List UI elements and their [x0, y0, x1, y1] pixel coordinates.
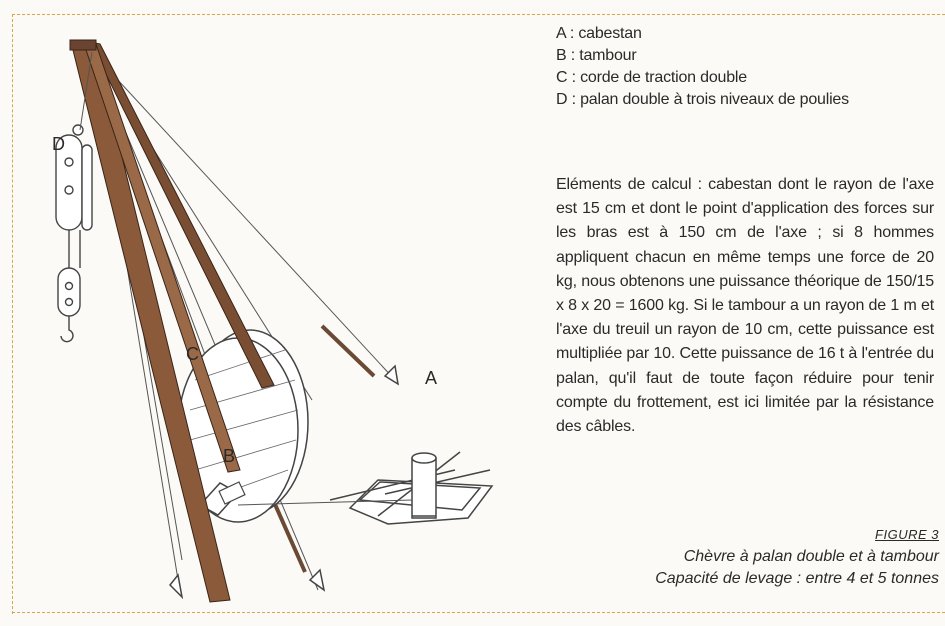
legend-item-a: A : cabestan [556, 25, 642, 42]
figure-caption: Figure 3 Chèvre à palan double et à tamb… [655, 524, 939, 590]
legend-item-c: C : corde de traction double [556, 69, 747, 86]
legend-list: A : cabestan B : tambour C : corde de tr… [556, 23, 849, 111]
label-a: A [425, 368, 437, 388]
caption-line-1: Chèvre à palan double et à tambour [683, 548, 939, 565]
frame-bottom-border [12, 612, 945, 613]
frame-top-border [12, 14, 945, 15]
crane-illustration: D C B A [52, 39, 494, 603]
frame-left-border [12, 14, 13, 614]
label-b: B [223, 446, 235, 466]
caption-line-2: Capacité de levage : entre 4 et 5 tonnes [655, 570, 939, 587]
calculation-paragraph: Eléments de calcul : cabestan dont le ra… [556, 176, 935, 436]
legend-item-b: B : tambour [556, 47, 637, 64]
label-d: D [52, 134, 65, 154]
label-c: C [186, 344, 199, 364]
figure-label: Figure 3 [875, 527, 939, 542]
legend-item-d: D : palan double à trois niveaux de poul… [556, 91, 849, 108]
